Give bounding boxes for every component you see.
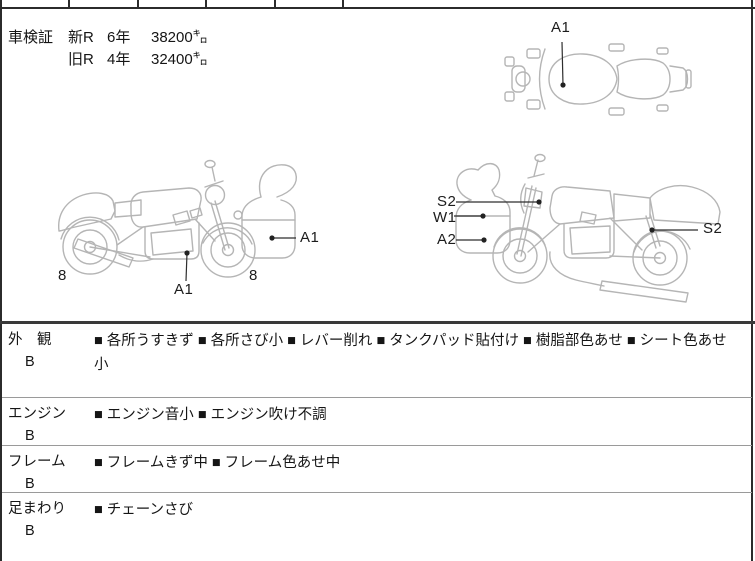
reg-year-old: 4年 (107, 51, 131, 68)
reg-year-new: 6年 (107, 29, 131, 46)
annotation-8-rear-wheel: 8 (58, 267, 67, 284)
odometer-new: 38200㌔ (151, 29, 208, 46)
registration-line-old: 旧R 4年 32400㌔ (68, 49, 208, 71)
category-cell: 外 観 B (2, 324, 94, 373)
category-label: 外 観 (8, 332, 52, 348)
row-divider (2, 492, 752, 493)
category-label: エンジン (8, 406, 66, 422)
category-cell: エンジン B (2, 398, 94, 447)
column-divider (205, 0, 207, 9)
registration-caption: 車検証 (8, 29, 54, 46)
motorcycle-rightview-sketch (454, 153, 721, 303)
grade-value: B (25, 354, 35, 370)
notes-line: ■ フレームきず中 ■ フレーム色あせ中 (94, 455, 341, 471)
annotation-w1-cowl: W1 (433, 209, 457, 226)
column-divider (68, 0, 70, 9)
leader-a1-topview (560, 41, 566, 88)
registration-line-new: 新R 6年 38200㌔ (68, 27, 208, 49)
leader-a1-cowl (269, 235, 296, 241)
row-divider (2, 445, 752, 446)
column-divider (274, 0, 276, 9)
leader-s2-headlight (456, 199, 542, 205)
inspection-row-engine: エンジン B ■ エンジン音小 ■ エンジン吹け不調 (2, 398, 752, 445)
leader-a1-engine (184, 250, 190, 282)
annotation-a1-topview: A1 (551, 19, 571, 36)
inspection-row-frame: フレーム B ■ フレームきず中 ■ フレーム色あせ中 (2, 446, 752, 492)
category-cell: フレーム B (2, 446, 94, 495)
annotation-a2-cowl: A2 (437, 231, 457, 248)
reg-era-old: 旧R (68, 51, 94, 68)
category-label: フレーム (8, 454, 66, 470)
right-border (751, 0, 753, 561)
annotation-a1-engine: A1 (174, 281, 194, 298)
odometer-old: 32400㌔ (151, 51, 208, 68)
inspection-row-exterior: 外 観 B ■ 各所うすきず ■ 各所さび小 ■ レバー削れ ■ タンクパッド貼… (2, 324, 752, 397)
registration-section: 車検証 新R 6年 38200㌔ 旧R 4年 32400㌔ (8, 27, 208, 71)
notes-cell: ■ チェーンさび (94, 493, 752, 522)
annotation-8-front-wheel: 8 (249, 267, 258, 284)
annotation-s2-rear: S2 (703, 220, 723, 237)
leader-w1-cowl (454, 213, 486, 219)
leader-s2-rear (649, 227, 698, 233)
grade-value: B (25, 476, 35, 492)
notes-line2: 小 (94, 357, 109, 373)
annotation-a1-cowl: A1 (300, 229, 320, 246)
reg-era-new: 新R (68, 29, 94, 46)
category-cell: 足まわり B (2, 493, 94, 542)
section-separator (0, 321, 755, 324)
notes-cell: ■ エンジン音小 ■ エンジン吹け不調 (94, 398, 752, 427)
notes-line: ■ エンジン音小 ■ エンジン吹け不調 (94, 407, 327, 423)
annotation-s2-headlight: S2 (437, 193, 457, 210)
grade-value: B (25, 523, 35, 539)
column-divider (137, 0, 139, 9)
motorcycle-leftview-sketch (58, 159, 297, 282)
column-divider (342, 0, 344, 9)
left-border (0, 0, 2, 561)
header-bottom-line (0, 7, 755, 9)
notes-line: ■ チェーンさび (94, 502, 194, 518)
notes-cell: ■ 各所うすきず ■ 各所さび小 ■ レバー削れ ■ タンクパッド貼付け ■ 樹… (94, 324, 752, 377)
category-label: 足まわり (8, 501, 66, 517)
row-divider (2, 397, 752, 398)
inspection-row-undercarriage: 足まわり B ■ チェーンさび (2, 493, 752, 561)
grade-value: B (25, 428, 35, 444)
leader-a2-cowl (456, 237, 487, 243)
notes-line: ■ 各所うすきず ■ 各所さび小 ■ レバー削れ ■ タンクパッド貼付け ■ 樹… (94, 333, 727, 349)
motorcycle-topview-sketch (504, 41, 692, 116)
notes-cell: ■ フレームきず中 ■ フレーム色あせ中 (94, 446, 752, 475)
